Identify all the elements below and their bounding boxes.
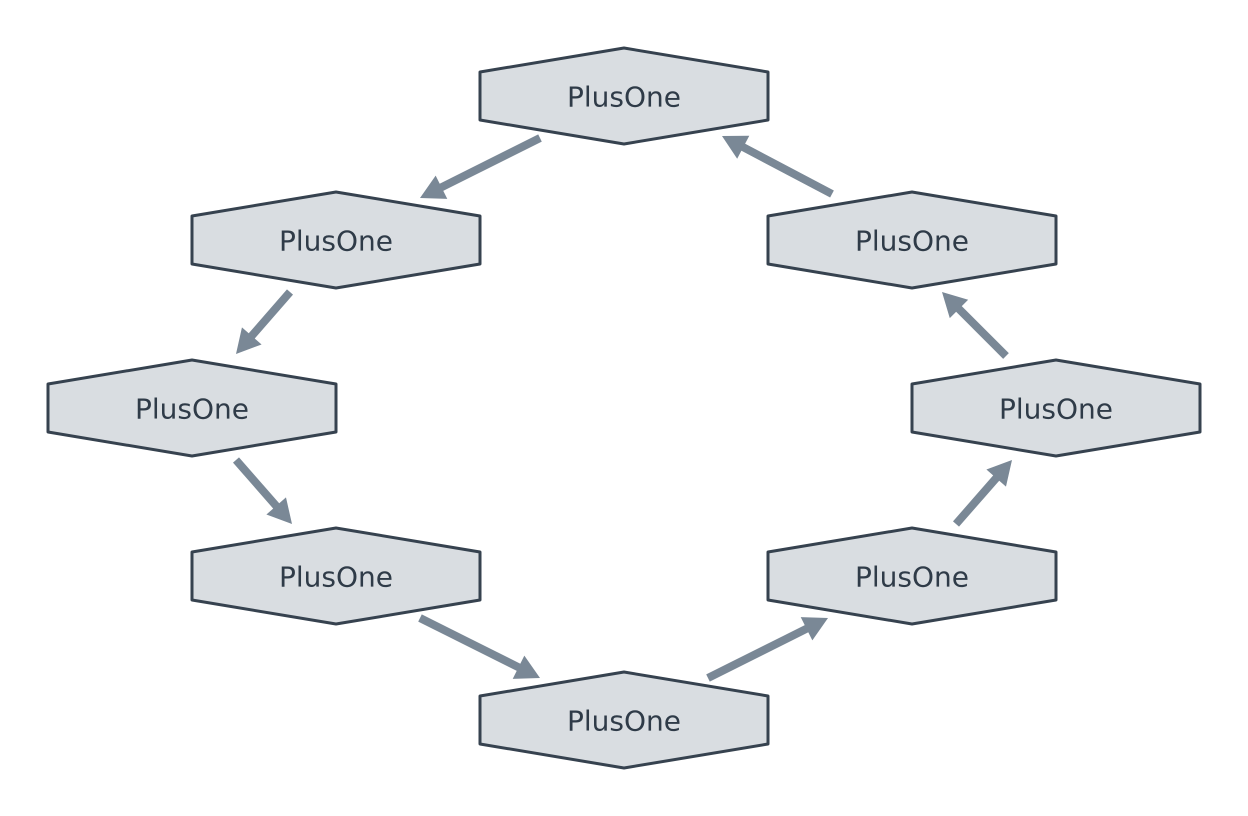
node-label: PlusOne: [567, 705, 681, 738]
edge-arrow: [722, 135, 834, 198]
arrowhead: [512, 655, 540, 679]
edge-line: [437, 134, 542, 192]
node-shape: [478, 46, 770, 146]
arrowhead: [942, 292, 969, 319]
node[interactable]: PlusOne: [478, 670, 770, 770]
arrowhead: [986, 460, 1012, 487]
edge-arrow: [952, 460, 1012, 527]
node-shape: [478, 670, 770, 770]
edge-line: [952, 473, 1001, 527]
edge-arrow: [420, 134, 542, 199]
node[interactable]: PlusOne: [766, 190, 1058, 290]
nodes-layer: PlusOne PlusOne PlusOne PlusOne PlusOne …: [46, 46, 1202, 770]
node[interactable]: PlusOne: [190, 190, 482, 290]
edge-line: [954, 304, 1009, 359]
arrowhead: [266, 497, 292, 524]
node[interactable]: PlusOne: [910, 358, 1202, 458]
node-shape: [910, 358, 1202, 458]
arrowhead: [800, 617, 828, 641]
edge-line: [247, 289, 294, 341]
node-label: PlusOne: [567, 81, 681, 114]
node-label: PlusOne: [855, 225, 969, 258]
node-label: PlusOne: [279, 225, 393, 258]
node-label: PlusOne: [999, 393, 1113, 426]
node[interactable]: PlusOne: [46, 358, 338, 458]
node[interactable]: PlusOne: [766, 526, 1058, 626]
node-shape: [46, 358, 338, 458]
edge-line: [232, 457, 281, 511]
edge-line: [706, 624, 811, 682]
node[interactable]: PlusOne: [478, 46, 770, 146]
arrowhead: [420, 175, 448, 199]
arrowhead: [236, 327, 262, 354]
node-shape: [190, 526, 482, 626]
edge-arrow: [942, 292, 1009, 359]
edge-arrow: [706, 617, 828, 682]
arrowhead: [722, 135, 750, 159]
edge-arrow: [236, 289, 294, 354]
node-label: PlusOne: [279, 561, 393, 594]
node[interactable]: PlusOne: [190, 526, 482, 626]
node-label: PlusOne: [855, 561, 969, 594]
edge-line: [418, 614, 523, 672]
node-shape: [766, 526, 1058, 626]
node-shape: [190, 190, 482, 290]
edge-arrow: [418, 614, 540, 679]
node-shape: [766, 190, 1058, 290]
edge-arrow: [232, 457, 292, 524]
edge-line: [739, 142, 834, 198]
edges-layer: [232, 134, 1012, 682]
node-label: PlusOne: [135, 393, 249, 426]
